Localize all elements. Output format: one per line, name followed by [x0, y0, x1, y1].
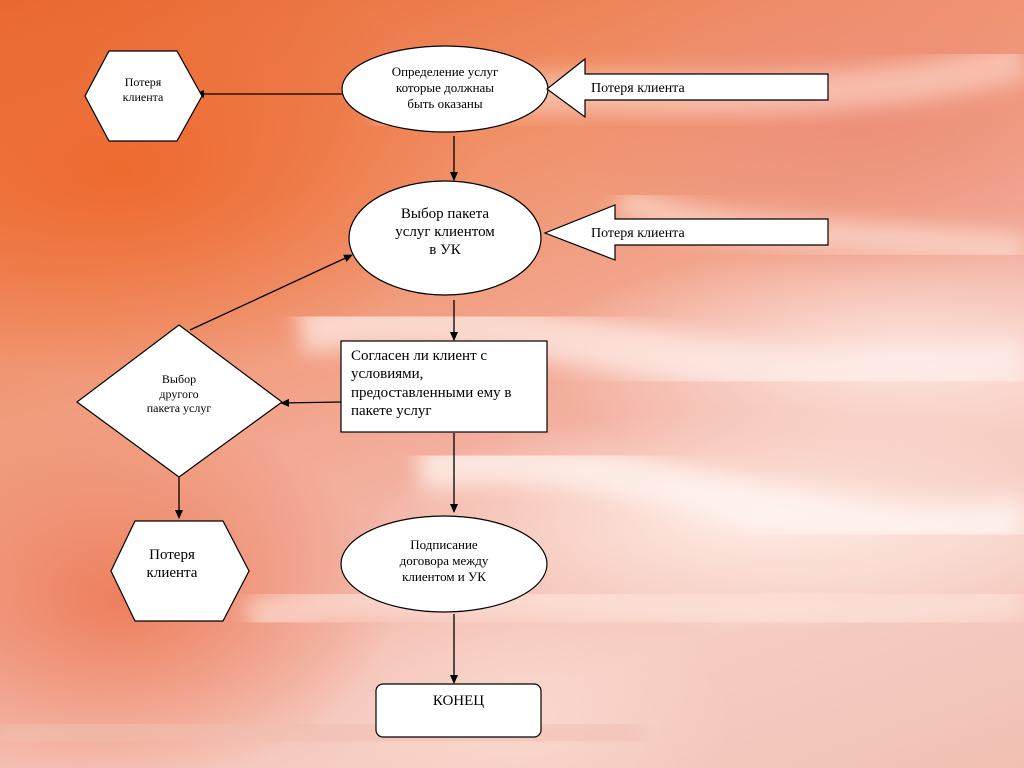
end-text: КОНЕЦ	[432, 692, 485, 709]
ellipse-choose-package	[348, 180, 542, 296]
client-agrees-text: Согласен ли клиент с условиями, предоста…	[351, 348, 512, 419]
loss-arrow-2-text: Потеря клиента	[591, 226, 685, 241]
loss-bottom-left-text: Потеря клиента	[146, 546, 198, 581]
rect-client-agrees	[340, 340, 548, 433]
determine-services-text: Определение услуг которые должнаы быть о…	[391, 64, 499, 111]
hexagon-loss-bottom-left	[110, 520, 250, 622]
loss-top-left-text: Потеря клиента	[122, 75, 164, 104]
sign-contract-text: Подписание договора между клиентом и УК	[399, 537, 489, 584]
connector-other-to-choose	[189, 254, 353, 331]
arrow-loss-2	[543, 204, 829, 261]
hexagon-loss-top-left	[84, 50, 203, 142]
ellipse-sign-contract	[340, 515, 548, 613]
arrow-loss-1	[546, 57, 829, 119]
choose-package-text: Выбор пакета услуг клиентом в УК	[395, 205, 495, 259]
loss-arrow-1-text: Потеря клиента	[591, 81, 685, 96]
diamond-choose-other	[75, 324, 284, 478]
rect-end	[375, 683, 542, 738]
choose-other-package-text: Выбор другого пакета услуг	[146, 372, 212, 416]
connector-agree-to-other	[280, 398, 342, 407]
